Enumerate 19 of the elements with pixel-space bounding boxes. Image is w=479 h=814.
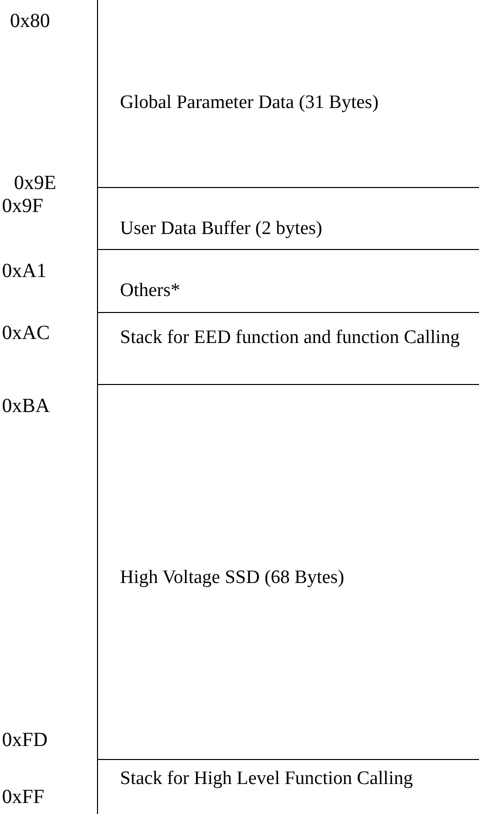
- address-label: 0xBA: [2, 394, 50, 419]
- memory-region-box: [97, 385, 479, 760]
- region-label: Global Parameter Data (31 Bytes): [120, 91, 380, 115]
- region-label: User Data Buffer (2 bytes): [120, 217, 324, 241]
- address-label: 0xFD: [2, 728, 48, 753]
- address-label: 0xAC: [2, 321, 50, 346]
- region-label: Others*: [120, 279, 182, 303]
- address-label: 0x80: [10, 9, 50, 34]
- memory-region-box: [97, 0, 479, 188]
- memory-region-box: [97, 188, 479, 250]
- region-label: Stack for EED function and function Calling: [120, 326, 460, 350]
- memory-region-box: [97, 313, 479, 385]
- region-label: Stack for High Level Function Calling: [120, 767, 414, 791]
- address-label: 0x9F: [2, 194, 44, 219]
- address-label: 0x9E: [14, 171, 56, 196]
- memory-region-box: [97, 250, 479, 313]
- region-label: High Voltage SSD (68 Bytes): [120, 566, 346, 590]
- address-label: 0xA1: [2, 259, 46, 284]
- address-label: 0xFF: [2, 785, 44, 810]
